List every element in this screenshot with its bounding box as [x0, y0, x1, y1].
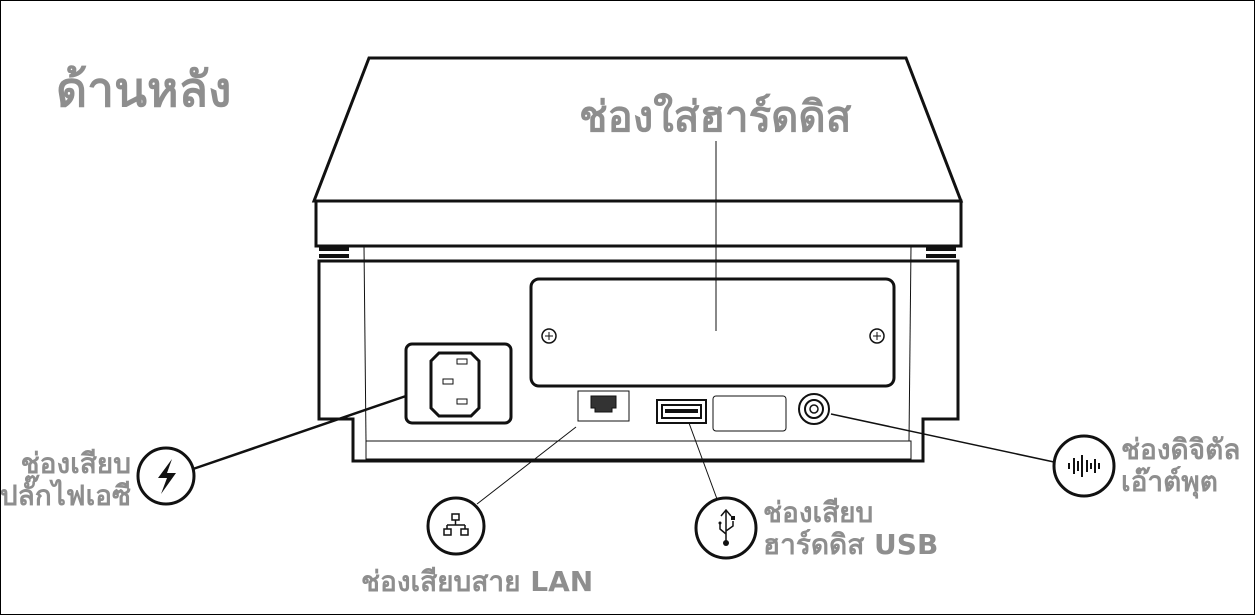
power-label-line2: ปลั๊กไฟเอซี — [1, 475, 131, 512]
power-label-line1: ช่องเสียบ — [21, 447, 131, 480]
lightning-icon — [136, 446, 196, 506]
hdd-bay-label: ช่องใส่ฮาร์ดดิส — [579, 92, 852, 141]
screw-icon — [541, 328, 557, 344]
lan-port — [577, 390, 630, 422]
usb-label-line1: ช่องเสียบ — [763, 496, 873, 529]
usb-icon — [694, 496, 758, 560]
screw-icon — [869, 328, 885, 344]
lan-label: ช่องเสียบสาย LAN — [361, 565, 593, 598]
digital-label-line1: ช่องดิจิตัล — [1121, 433, 1240, 466]
coaxial-digital-port — [798, 393, 830, 425]
network-icon — [426, 496, 486, 556]
blank-plate — [712, 395, 787, 432]
sound-wave-icon — [1052, 434, 1116, 498]
device-lid — [311, 56, 964, 258]
digital-label-line2: เอ๊าต์พุต — [1121, 465, 1218, 499]
usb-label-line2: ฮาร์ดดิส USB — [763, 528, 938, 561]
hdd-bay-cover — [529, 277, 896, 388]
usb-port — [656, 399, 707, 424]
page-title: ด้านหลัง — [56, 62, 231, 118]
ac-power-socket — [404, 342, 513, 425]
